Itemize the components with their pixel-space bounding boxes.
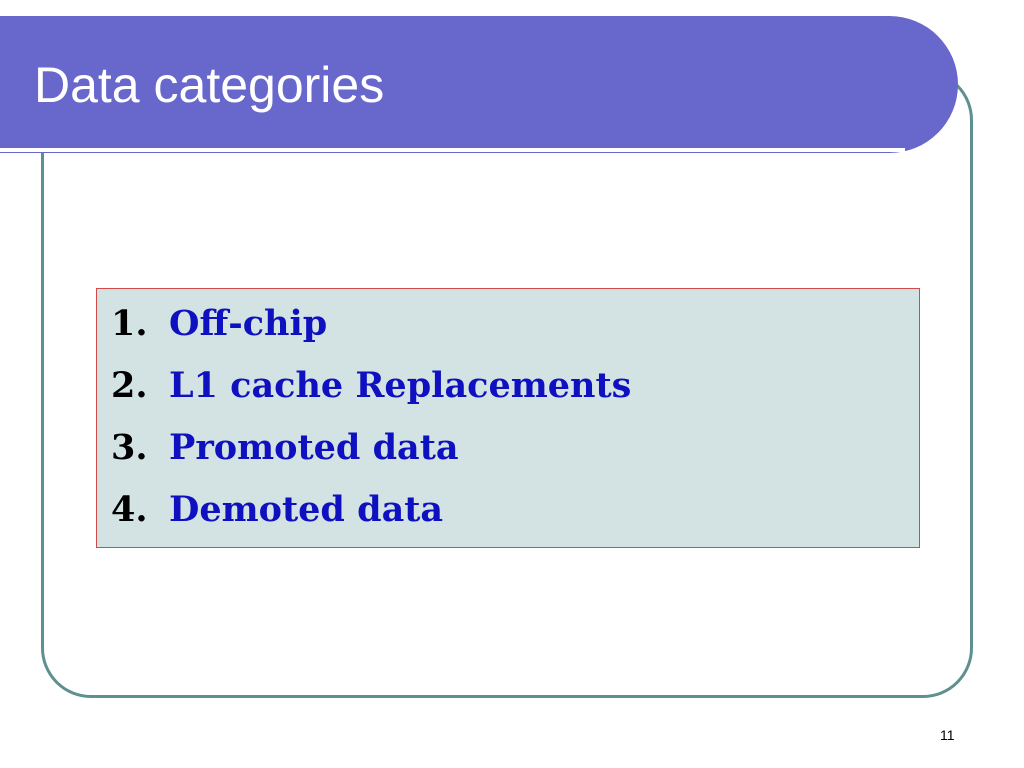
list-item-number: 3. [111,427,148,468]
list-item: 4. Demoted data [111,489,631,551]
list-item: 2. L1 cache Replacements [111,365,631,427]
list-item: 3. Promoted data [111,427,631,489]
list-item-number: 4. [111,489,148,530]
list-item-text: Promoted data [169,427,459,468]
list-item-text: L1 cache Replacements [169,365,632,406]
list-item-text: Demoted data [169,489,444,530]
list-item: 1. Off-chip [111,303,631,365]
title-band: Data categories [0,16,958,153]
data-categories-list: 1. Off-chip 2. L1 cache Replacements 3. … [111,303,631,551]
data-categories-box: 1. Off-chip 2. L1 cache Replacements 3. … [96,288,920,548]
title-underline [0,148,905,152]
page-number: 11 [940,727,955,743]
list-item-number: 2. [111,365,148,406]
slide-title: Data categories [34,57,385,113]
list-item-number: 1. [111,303,148,344]
list-item-text: Off-chip [169,303,328,344]
